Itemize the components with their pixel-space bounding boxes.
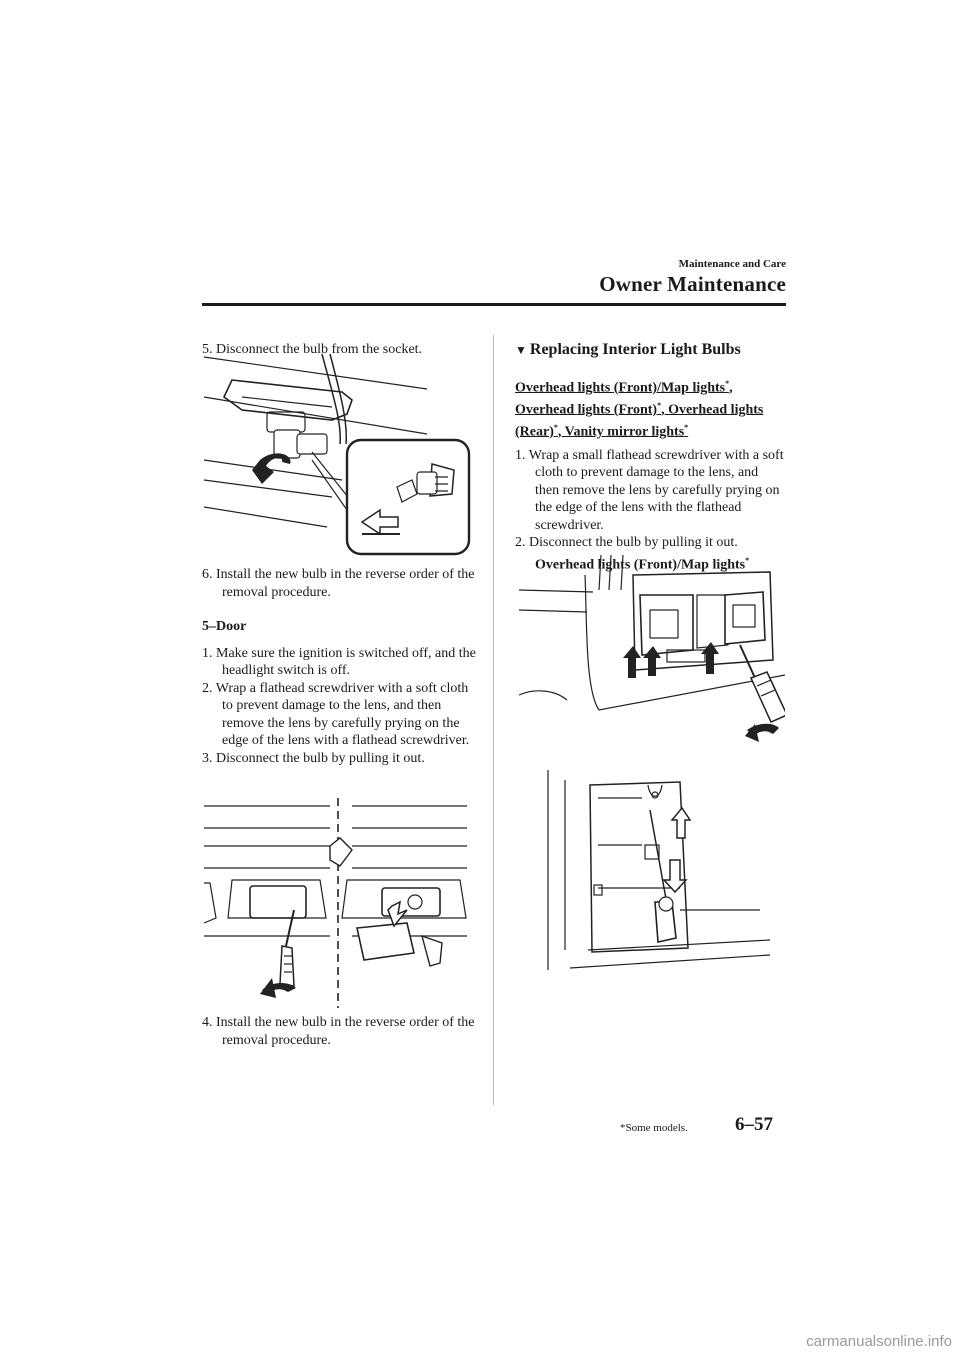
left-column: 5. Disconnect the bulb from the socket.: [202, 341, 482, 359]
interior-step-2-text: 2. Disconnect the bulb by pulling it out…: [515, 535, 738, 551]
header-section-label: Maintenance and Care: [678, 258, 786, 270]
left-column-continued: 6. Install the new bulb in the reverse o…: [202, 566, 482, 767]
overhead-lights-subheading: Overhead lights (Front)/Map lights*, Ove…: [515, 378, 764, 440]
interior-step-1-text: 1. Wrap a small flathead screwdriver wit…: [515, 447, 784, 533]
door-heading: 5–Door: [202, 619, 247, 634]
overhead-map-lights-illustration: [518, 554, 785, 742]
column-divider: [493, 335, 494, 1105]
triangle-marker-icon: ▼: [515, 343, 527, 357]
page-title: Owner Maintenance: [599, 272, 786, 296]
door-lamp-illustration: [203, 798, 467, 1008]
door-step-1-text: 1. Make sure the ignition is switched of…: [202, 645, 476, 679]
left-column-final: 4. Install the new bulb in the reverse o…: [202, 1014, 482, 1049]
bulb-socket-illustration: [203, 353, 471, 556]
door-step-4-text: 4. Install the new bulb in the reverse o…: [202, 1015, 475, 1048]
page-number: 6–57: [735, 1114, 773, 1135]
door-step-3-text: 3. Disconnect the bulb by pulling it out…: [202, 750, 425, 766]
watermark: carmanualsonline.info: [806, 1333, 952, 1350]
step-5-text: 5. Disconnect the bulb from the socket.: [202, 342, 423, 357]
header-rule: [202, 303, 786, 306]
overhead-rear-light-illustration: [547, 770, 770, 970]
footnote-text: *Some models.: [620, 1122, 688, 1134]
right-column: ▼Replacing Interior Light Bulbs Overhead…: [515, 341, 785, 574]
interior-bulbs-heading: ▼Replacing Interior Light Bulbs: [515, 341, 741, 358]
step-6-text: 6. Install the new bulb in the reverse o…: [202, 567, 475, 600]
door-step-2-text: 2. Wrap a flathead screwdriver with a so…: [202, 680, 470, 749]
overhead-front-map-lights-label: Overhead lights (Front)/Map lights*: [535, 555, 750, 573]
